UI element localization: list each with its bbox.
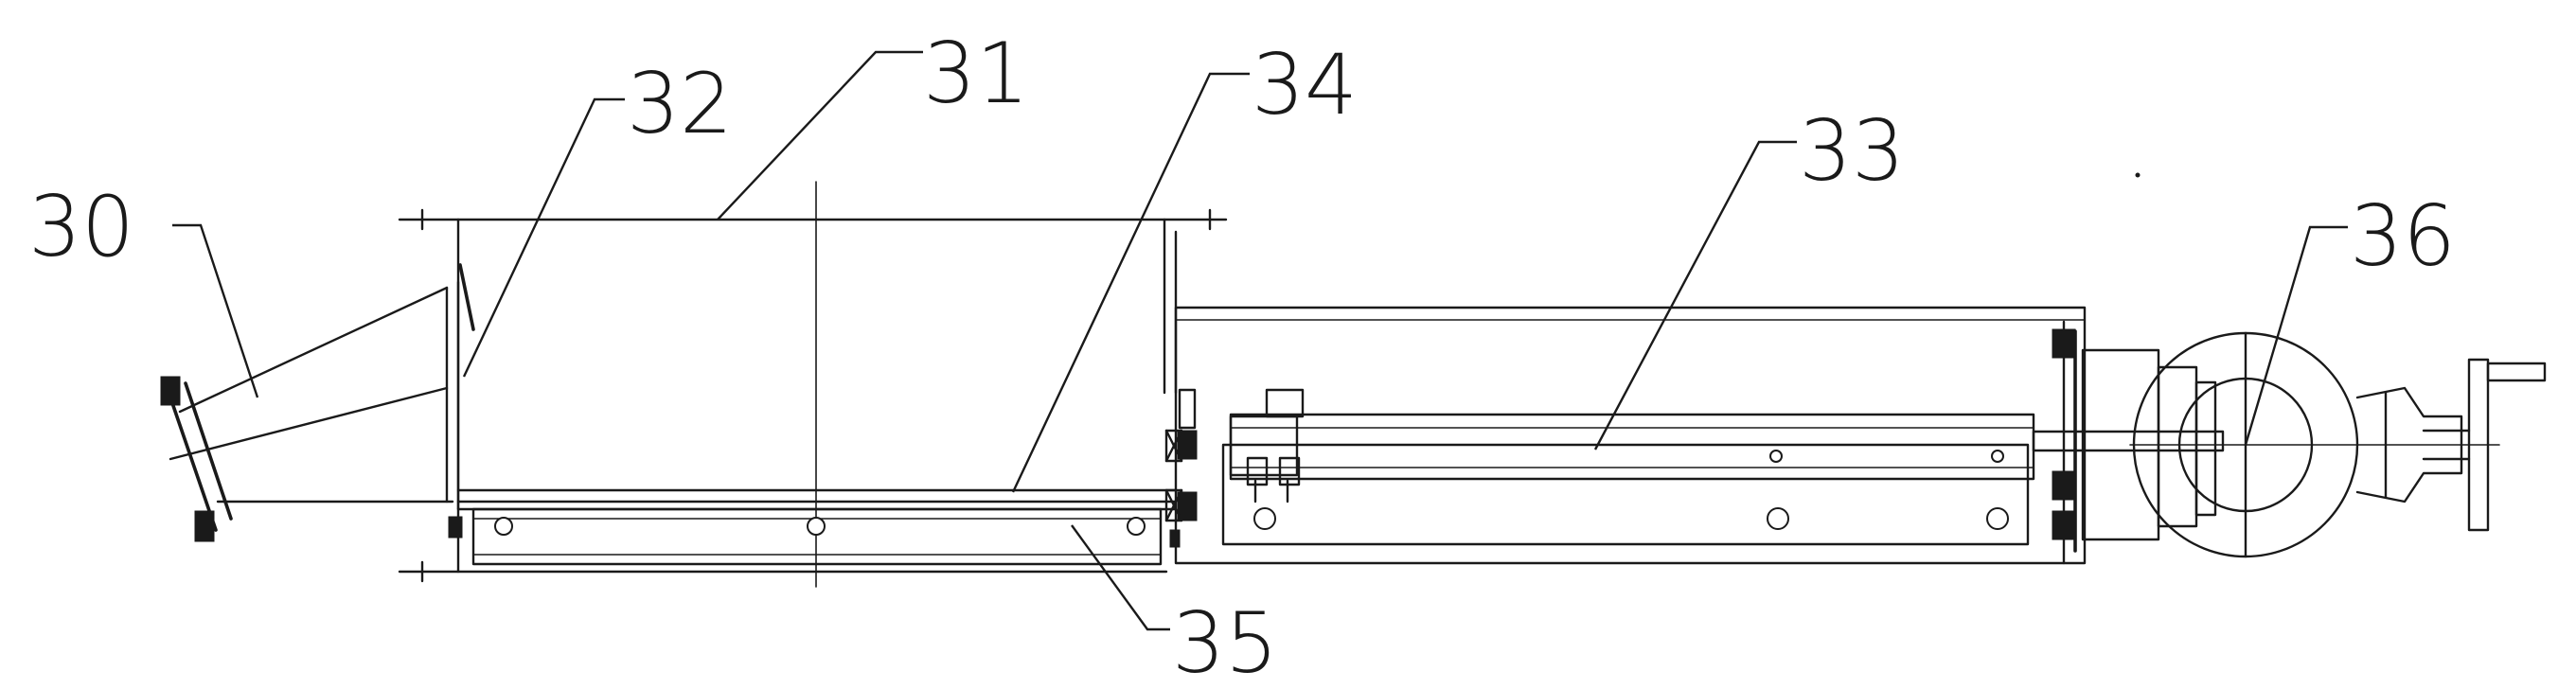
feed-chute-30 [160, 263, 475, 542]
housing-bolt-2 [1767, 507, 1789, 530]
housing-bolt-1 [1253, 507, 1276, 530]
cylinder-33 [1229, 388, 2225, 504]
leader-33 [1593, 140, 1797, 450]
bracket-bolt-mid [2052, 470, 2076, 501]
label-36: 36 [2350, 187, 2456, 285]
valve-36 [2129, 331, 2547, 558]
chute-flange-bolt-bottom [194, 510, 215, 542]
label-30: 30 [28, 178, 134, 275]
leader-35 [1071, 524, 1170, 631]
leader-32 [462, 97, 625, 378]
housing-31 [398, 181, 1228, 588]
slide-rail-34 [456, 488, 1178, 511]
rail-bolt-2 [807, 517, 826, 536]
speck [2135, 172, 2141, 178]
rail-bolt-1 [494, 517, 513, 536]
leader-30 [172, 223, 259, 398]
chute-flange-bolt-top [160, 376, 181, 406]
label-33: 33 [1799, 102, 1905, 200]
bracket-bolt-low [2052, 510, 2076, 540]
rail-end-bolt [448, 516, 463, 539]
leader-lines [172, 50, 2348, 631]
label-31: 31 [923, 25, 1029, 122]
bracket-bolt-top [2052, 328, 2076, 359]
end-bracket [2052, 320, 2217, 565]
housing-bolt-3 [1986, 507, 2009, 530]
leader-31 [717, 50, 923, 221]
label-32: 32 [627, 55, 733, 152]
label-35: 35 [1172, 594, 1278, 689]
leader-34 [1011, 72, 1250, 493]
inlet-plate-32 [445, 280, 460, 511]
leader-36 [2244, 225, 2348, 446]
cylinder-housing [1174, 306, 2087, 565]
label-34: 34 [1252, 36, 1358, 133]
base-plate-35 [448, 507, 1163, 566]
limit-switches [1164, 429, 1183, 548]
rail-bolt-3 [1127, 517, 1146, 536]
